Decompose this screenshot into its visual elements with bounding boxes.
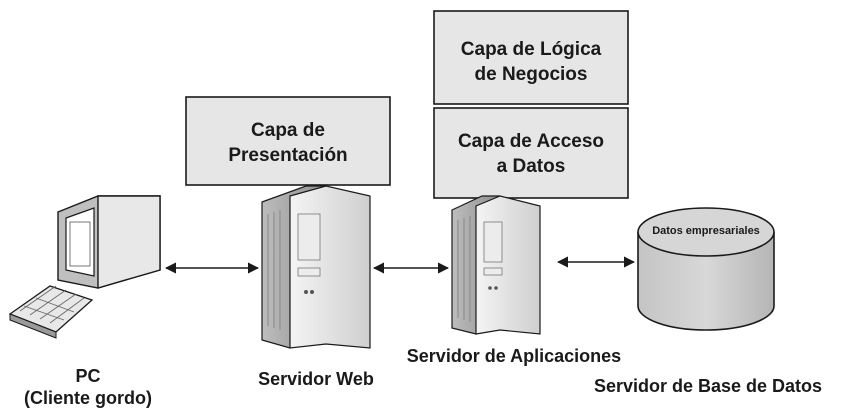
presentation-layer-box: Capa de Presentación [185, 96, 391, 186]
data-access-layer-box: Capa de Acceso a Datos [433, 107, 629, 199]
pc-keyboard-icon [8, 285, 94, 339]
database-cylinder-icon: Datos empresariales [637, 207, 775, 331]
pc-label-line2: (Cliente gordo) [24, 388, 152, 408]
application-server-label: Servidor de Aplicaciones [407, 346, 621, 366]
business-logic-line2: de Negocios [475, 64, 588, 85]
presentation-layer-line1: Capa de [251, 120, 325, 141]
data-access-line2: a Datos [497, 156, 566, 177]
presentation-layer-line2: Presentación [228, 145, 347, 166]
database-server-label: Servidor de Base de Datos [594, 376, 822, 396]
data-access-line1: Capa de Acceso [458, 131, 604, 152]
database-label: Datos empresariales [652, 225, 760, 237]
web-server-label: Servidor Web [258, 369, 374, 389]
pc-monitor-icon [57, 195, 161, 289]
pc-label-line1: PC [75, 366, 100, 386]
business-logic-layer-box: Capa de Lógica de Negocios [433, 10, 629, 105]
business-logic-line1: Capa de Lógica [461, 39, 602, 60]
web-server-icon [261, 185, 371, 349]
application-server-icon [451, 195, 541, 335]
